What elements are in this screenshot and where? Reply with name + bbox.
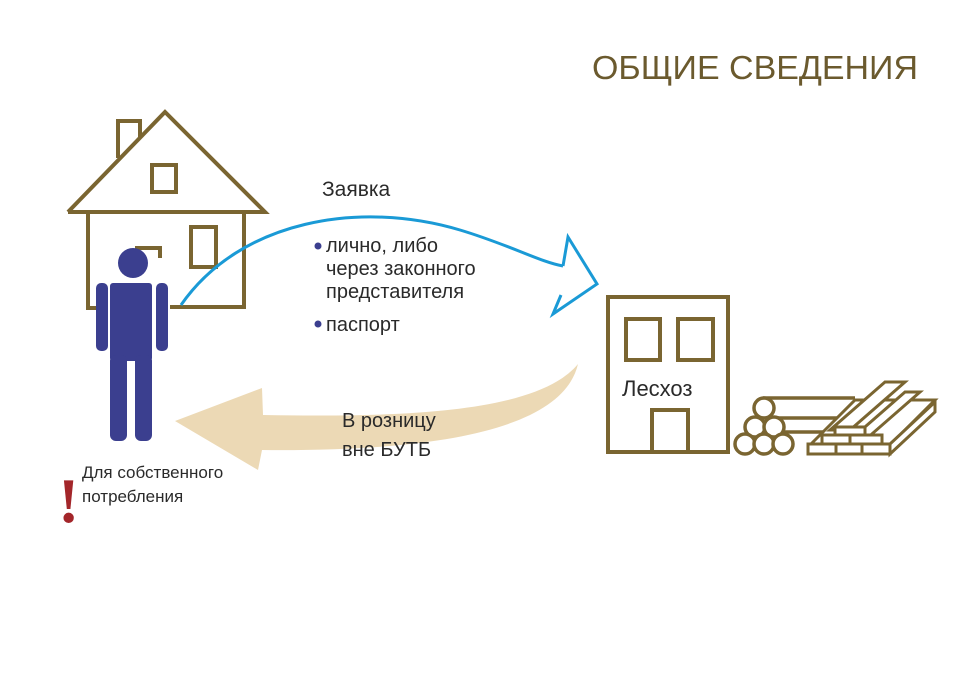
- bullet-icon: [314, 320, 322, 328]
- planks-icon: [806, 380, 939, 458]
- exclamation-icon: !: [58, 465, 79, 536]
- bullet-icon: [314, 242, 322, 250]
- request-label: Заявка: [322, 178, 391, 201]
- forestry-label: Лесхоз: [622, 376, 693, 401]
- forestry-building-icon: [606, 295, 730, 454]
- page-title: ОБЩИЕ СВЕДЕНИЯ: [592, 49, 918, 86]
- person-icon: [96, 248, 168, 441]
- bullet-1-line-3: представителя: [326, 281, 464, 303]
- note-line-1: Для собственного: [82, 463, 223, 482]
- house-icon: [66, 109, 270, 310]
- bullet-2: паспорт: [326, 314, 400, 336]
- logs-icon: [733, 396, 855, 456]
- note-line-2: потребления: [82, 487, 183, 506]
- bullet-1-line-1: лично, либо: [326, 235, 438, 257]
- retail-arrow: [175, 364, 578, 470]
- retail-line-2: вне БУТБ: [342, 439, 431, 461]
- request-arrow: [179, 215, 600, 319]
- retail-line-1: В розницу: [342, 410, 436, 432]
- bullet-1-line-2: через законного: [326, 258, 476, 280]
